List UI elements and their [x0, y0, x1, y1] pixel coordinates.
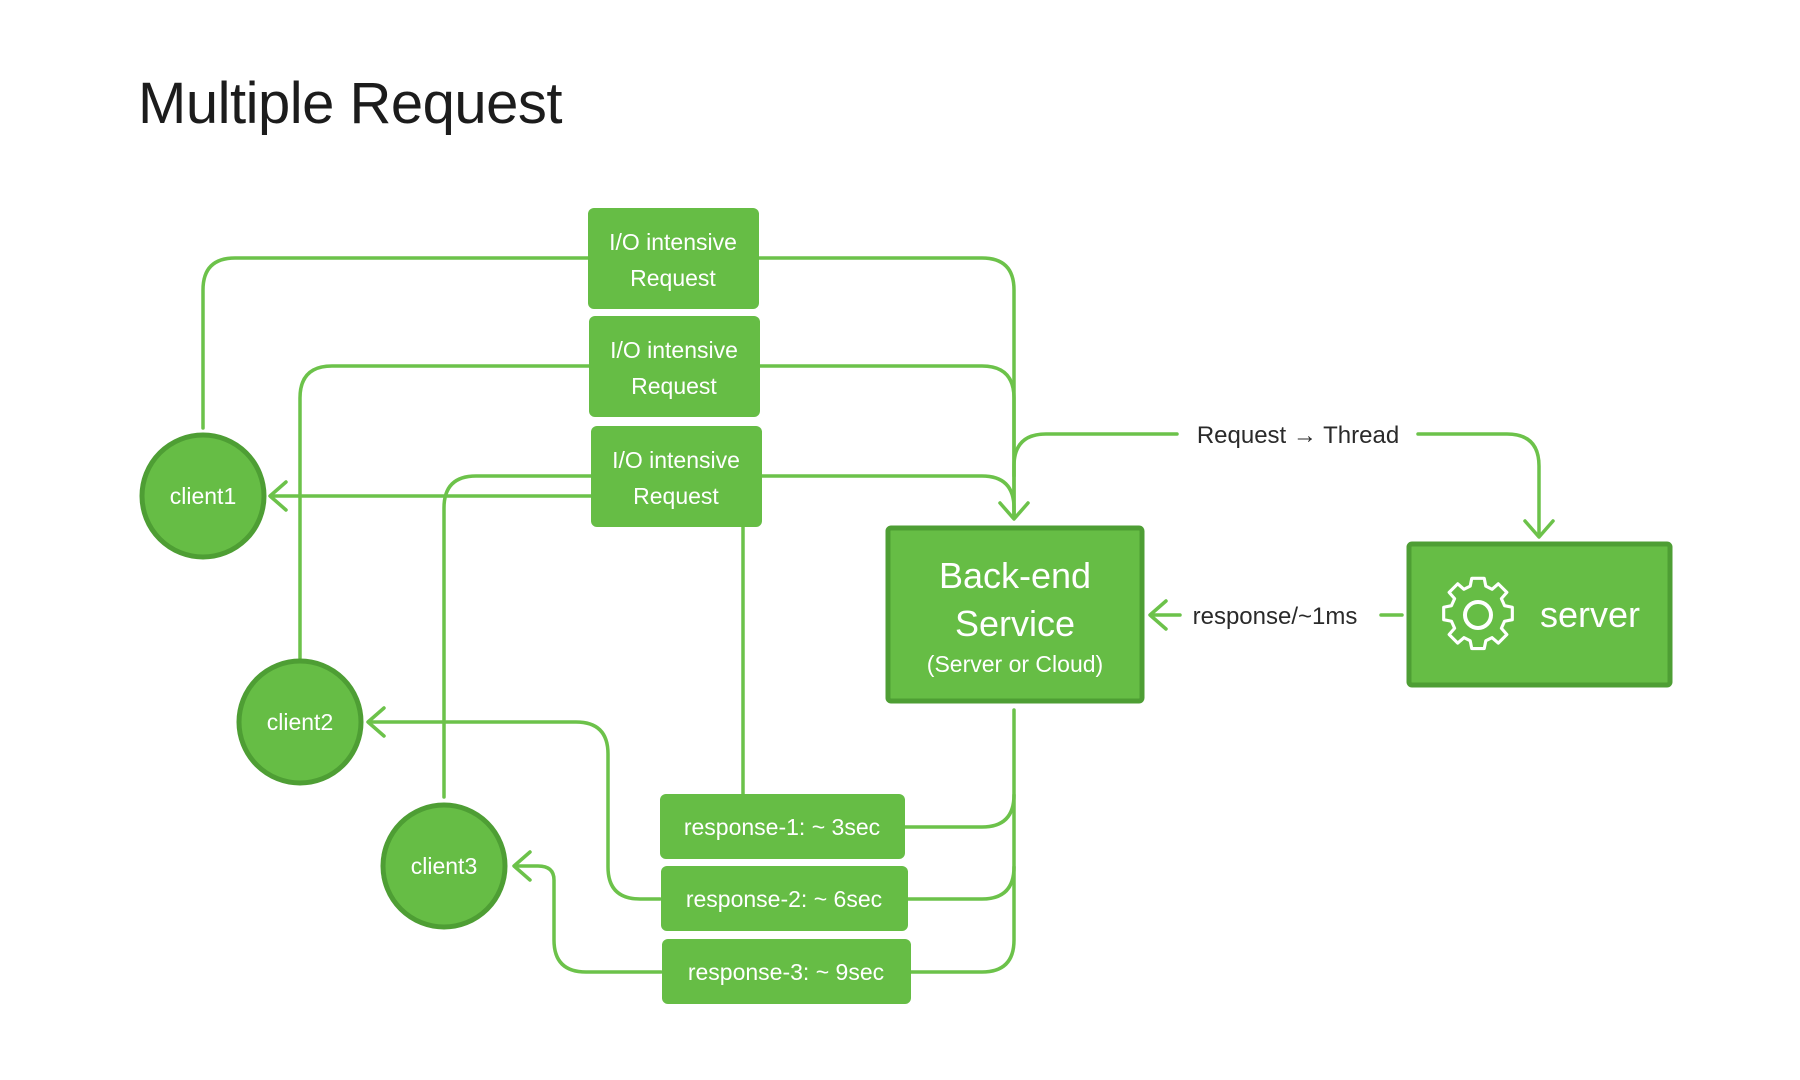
- wire-response2-client2: [368, 720, 662, 901]
- client-node-3-circle: [380, 802, 508, 930]
- response-box-1-label: response-1: ~ 3sec: [684, 814, 880, 840]
- arrow-client2: [366, 706, 386, 738]
- response-box-1: response-1: ~ 3sec: [660, 794, 905, 859]
- request-box-1-line1: I/O intensive: [609, 229, 737, 255]
- arrow-client1: [268, 480, 288, 512]
- wire-client1-request: [201, 256, 592, 430]
- request-box-3-line2: Request: [633, 483, 719, 509]
- client-node-3-label: client3: [411, 853, 477, 879]
- page-title: Multiple Request: [138, 71, 563, 136]
- client-node-2-label: client2: [267, 709, 333, 735]
- backend-title-line1: Back-end: [939, 555, 1091, 596]
- client-node-2: client2: [236, 658, 364, 786]
- wire-request2-backend: [756, 364, 1016, 517]
- request-box-3-bg: [591, 426, 762, 527]
- wire-backend-thread-right: [1416, 432, 1541, 535]
- wire-backend-thread-left: [1012, 432, 1179, 478]
- client-node-1-label: client1: [170, 483, 236, 509]
- backend-subtitle: (Server or Cloud): [927, 651, 1103, 677]
- arrow-server-in: [1523, 519, 1555, 539]
- arrow-client3: [512, 850, 532, 882]
- client-node-3: client3: [380, 802, 508, 930]
- wire-backend-response2: [906, 793, 1016, 901]
- request-box-1-bg: [588, 208, 759, 309]
- arrow-backend-response: [1148, 599, 1168, 631]
- wire-client3-request: [442, 474, 595, 799]
- wire-backend-response1: [903, 708, 1016, 829]
- server-box: server: [1406, 541, 1673, 688]
- gear-icon: [1442, 576, 1514, 651]
- request-box-1: I/O intensive Request: [588, 208, 759, 309]
- request-box-2-line1: I/O intensive: [610, 337, 738, 363]
- client-node-1: client1: [139, 432, 267, 560]
- backend-title-line2: Service: [955, 603, 1075, 644]
- request-box-2: I/O intensive Request: [589, 316, 760, 417]
- wire-response3-client3: [514, 864, 663, 974]
- response-box-3-bg: [662, 939, 911, 1004]
- response-time-label: response/~1ms: [1193, 603, 1358, 630]
- wire-client2-request: [298, 364, 592, 660]
- wire-backend-response3: [908, 865, 1016, 974]
- request-box-3-line1: I/O intensive: [612, 447, 740, 473]
- wire-request3-backend: [758, 474, 1016, 517]
- request-box-3: I/O intensive Request: [591, 426, 762, 527]
- response-box-2: response-2: ~ 6sec: [661, 866, 908, 931]
- request-thread-label: Request → Thread: [1197, 422, 1399, 449]
- response-box-2-bg: [661, 866, 908, 931]
- server-label: server: [1540, 594, 1640, 635]
- response-box-3: response-3: ~ 9sec: [662, 939, 911, 1004]
- backend-service-bg: [885, 525, 1145, 704]
- client-node-2-circle: [236, 658, 364, 786]
- client-node-1-circle: [139, 432, 267, 560]
- response-box-2-label: response-2: ~ 6sec: [686, 886, 882, 912]
- response-box-1-bg: [660, 794, 905, 859]
- request-box-1-line2: Request: [630, 265, 716, 291]
- request-box-2-bg: [589, 316, 760, 417]
- request-box-2-line2: Request: [631, 373, 717, 399]
- arrow-backend-in: [998, 501, 1030, 521]
- wire-request1-backend: [756, 256, 1016, 517]
- backend-service-box: Back-end Service (Server or Cloud): [885, 525, 1145, 704]
- response-box-3-label: response-3: ~ 9sec: [688, 959, 884, 985]
